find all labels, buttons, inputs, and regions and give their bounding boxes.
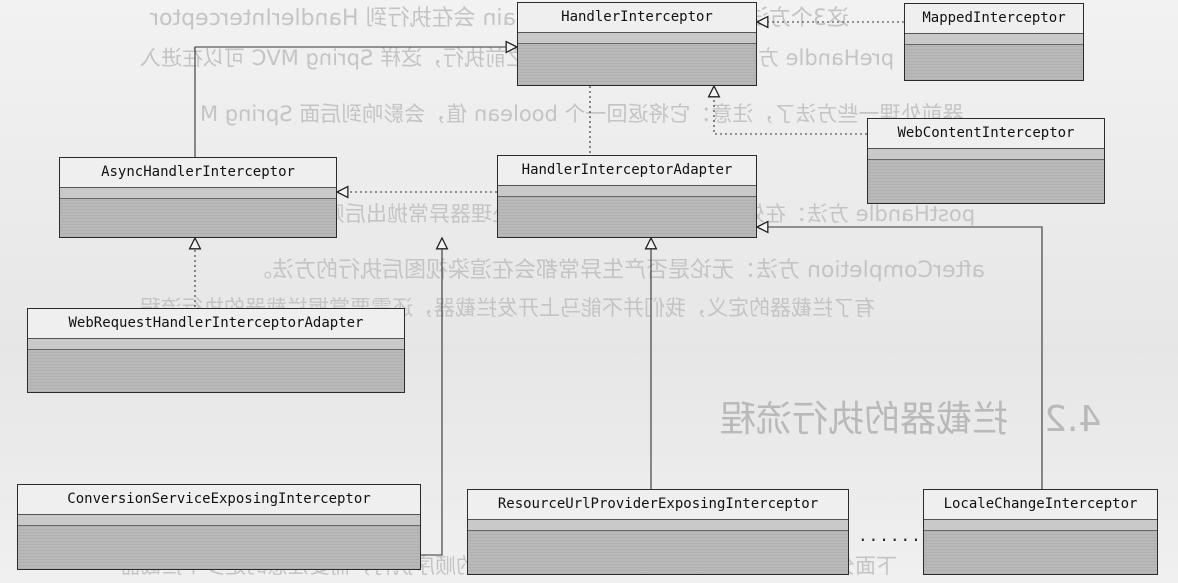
class-name: LocaleChangeInterceptor	[924, 490, 1157, 520]
attributes-compartment	[18, 515, 420, 526]
operations-compartment	[498, 197, 756, 237]
edge-conversion-to-adapter	[421, 238, 442, 556]
attributes-compartment	[28, 339, 404, 350]
edge-async-to-handler-interceptor	[194, 47, 517, 158]
class-name: ResourceUrlProviderExposingInterceptor	[468, 490, 848, 520]
class-handler-interceptor: HandlerInterceptor	[517, 2, 757, 86]
class-mapped-interceptor: MappedInterceptor	[904, 3, 1084, 81]
class-resource-url-provider-exposing-interceptor: ResourceUrlProviderExposingInterceptor	[467, 489, 849, 575]
edge-localechange-to-adapter	[757, 227, 1043, 489]
class-async-handler-interceptor: AsyncHandlerInterceptor	[59, 157, 337, 238]
attributes-compartment	[468, 520, 848, 531]
attributes-compartment	[518, 33, 756, 44]
class-name: MappedInterceptor	[905, 4, 1083, 34]
class-name: AsyncHandlerInterceptor	[60, 158, 336, 188]
operations-compartment	[18, 526, 420, 569]
class-name: WebRequestHandlerInterceptorAdapter	[28, 309, 404, 339]
class-name: HandlerInterceptor	[518, 3, 756, 33]
class-name: ConversionServiceExposingInterceptor	[18, 485, 420, 515]
operations-compartment	[905, 45, 1083, 80]
class-locale-change-interceptor: LocaleChangeInterceptor	[923, 489, 1158, 575]
edge-webcontent-to-adapter	[714, 86, 867, 135]
class-web-request-handler-interceptor-adapter: WebRequestHandlerInterceptorAdapter	[27, 308, 405, 393]
class-conversion-service-exposing-interceptor: ConversionServiceExposingInterceptor	[17, 484, 421, 570]
operations-compartment	[28, 350, 404, 392]
operations-compartment	[868, 160, 1104, 203]
attributes-compartment	[868, 149, 1104, 160]
operations-compartment	[924, 531, 1157, 574]
attributes-compartment	[924, 520, 1157, 531]
class-handler-interceptor-adapter: HandlerInterceptorAdapter	[497, 155, 757, 238]
attributes-compartment	[498, 186, 756, 197]
operations-compartment	[518, 44, 756, 85]
operations-compartment	[468, 531, 848, 574]
more-subclasses-ellipsis: ......	[858, 526, 922, 545]
class-web-content-interceptor: WebContentInterceptor	[867, 118, 1105, 204]
operations-compartment	[60, 199, 336, 237]
class-name: WebContentInterceptor	[868, 119, 1104, 149]
attributes-compartment	[905, 34, 1083, 45]
class-name: HandlerInterceptorAdapter	[498, 156, 756, 186]
attributes-compartment	[60, 188, 336, 199]
